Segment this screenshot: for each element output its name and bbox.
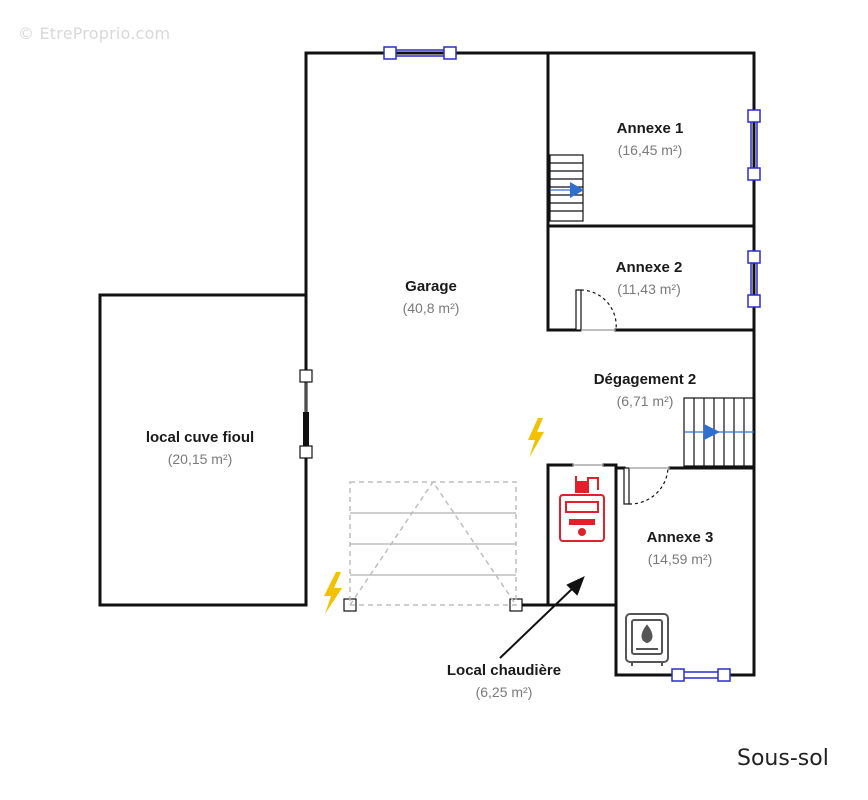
windows [383,46,761,682]
room-area: (16,45 m²) [617,142,683,158]
room-area: (40,8 m²) [402,300,460,316]
room-area: (6,25 m²) [475,684,533,700]
room-name: Local chaudière [446,662,562,679]
room-label-annexe-3: Annexe 3 (14,59 m²) [647,529,714,567]
room-name: Annexe 2 [615,259,683,276]
boiler-icon [559,476,605,542]
room-area: (20,15 m²) [167,451,233,467]
water-heater-icon [625,613,669,666]
stairs-icon [683,397,755,467]
room-area: (14,59 m²) [647,551,713,567]
room-label-local-cuve-fioul: local cuve fioul (20,15 m²) [146,429,254,467]
room-label-annexe-1: Annexe 1 (16,45 m²) [617,120,684,158]
room-area: (6,71 m²) [616,393,674,409]
fioul-garage-wall-segment [303,412,309,452]
room-name: Garage [405,278,457,295]
room-label-annexe-2: Annexe 2 (11,43 m²) [616,259,683,297]
stairs-icon [549,154,584,222]
watermark: © EtreProprio.com [18,24,171,43]
room-label-garage: Garage (40,8 m²) [403,278,460,316]
room-label-local-chaudiere: Local chaudière (6,25 m²) [447,662,561,700]
door-arc-icon [572,289,670,505]
room-label-degagement-2: Dégagement 2 (6,71 m²) [594,371,697,409]
room-name: local cuve fioul [145,429,255,446]
garage-door [349,480,517,606]
room-name: Dégagement 2 [593,371,697,388]
room-name: Annexe 3 [646,529,714,546]
room-area: (11,43 m²) [617,281,681,297]
electric-icon [528,418,544,458]
electric-icon [324,572,342,614]
room-name: Annexe 1 [616,120,684,137]
level-title: Sous-sol [737,746,829,771]
pointer-arrow [499,576,585,659]
